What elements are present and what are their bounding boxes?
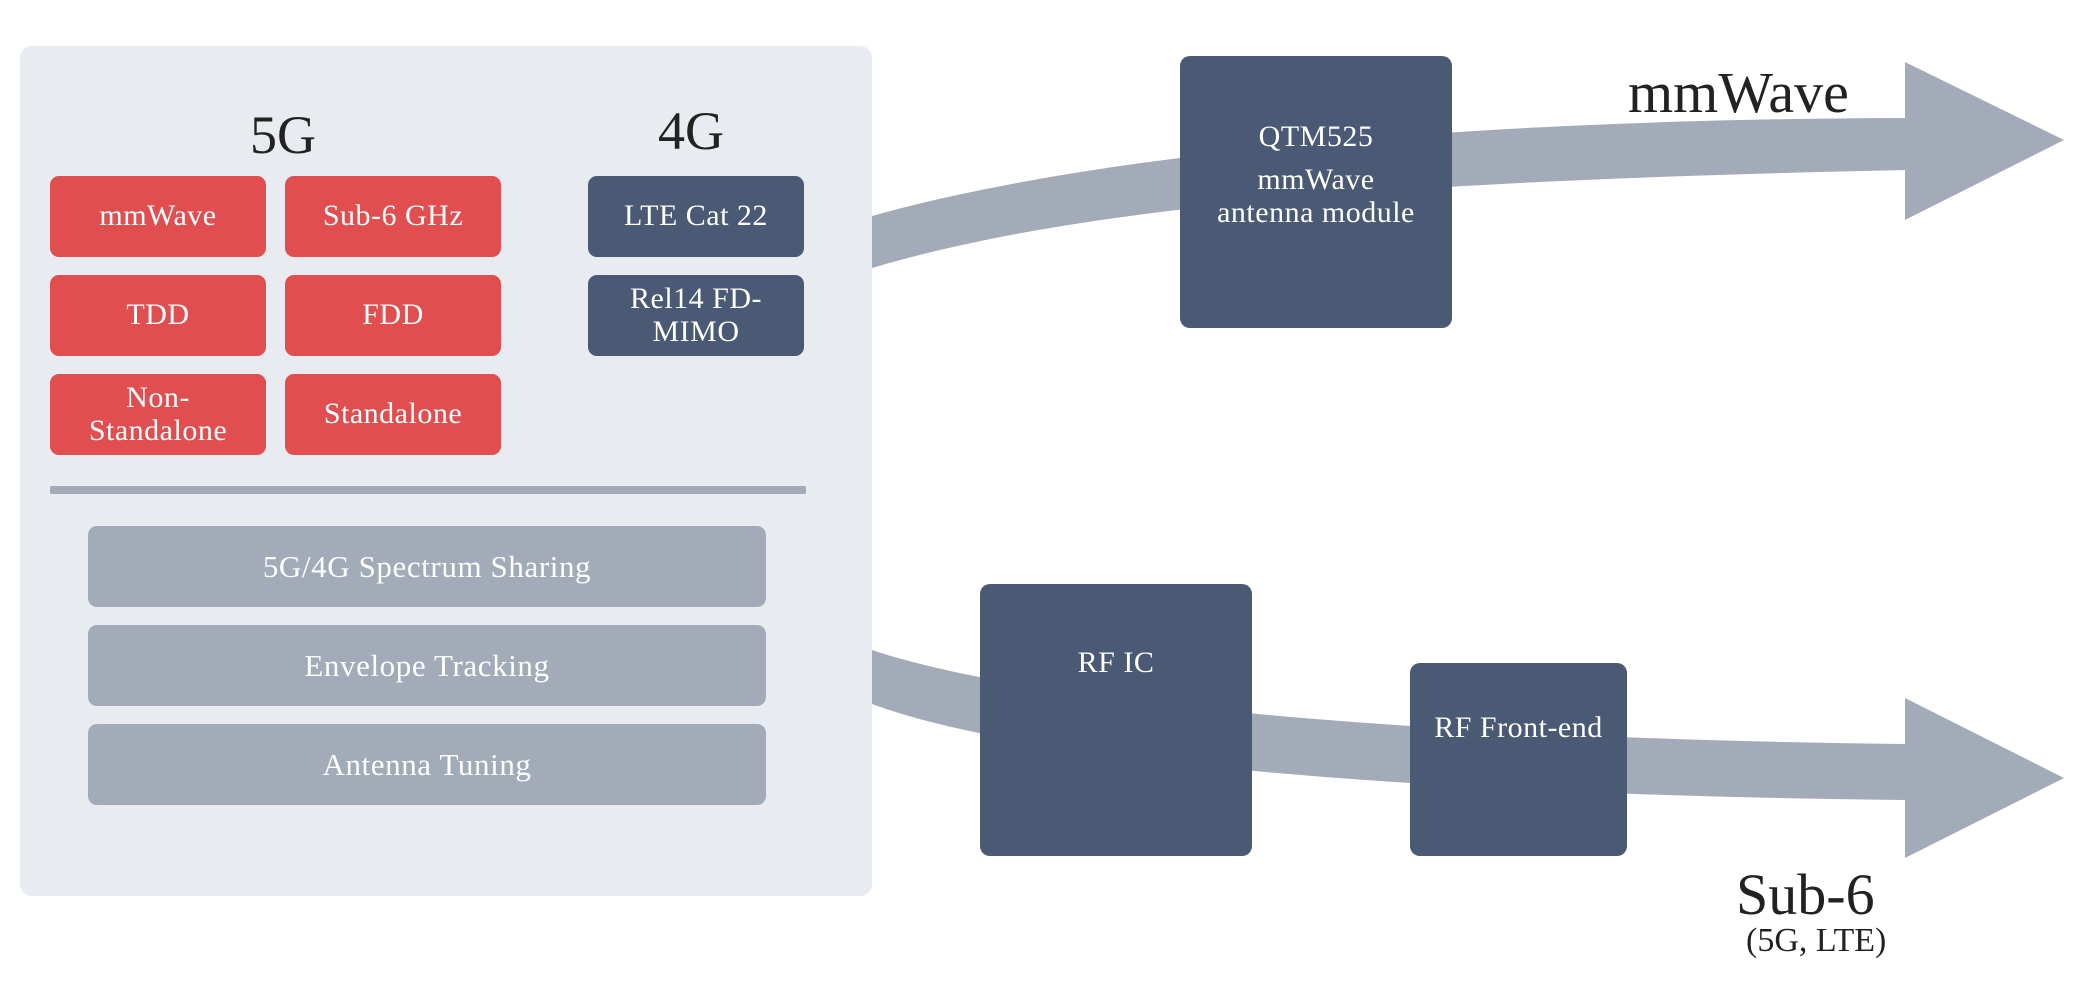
chip-rel14-fd-mimo: Rel14 FD- MIMO xyxy=(588,275,804,356)
chip-tdd: TDD xyxy=(50,275,266,356)
rf-front-end-label: RF Front-end xyxy=(1434,711,1603,744)
chip-fdd: FDD xyxy=(285,275,501,356)
band-label-mmwave: mmWave xyxy=(1628,60,1849,125)
chip-sub6-ghz: Sub-6 GHz xyxy=(285,176,501,257)
qtm525-title: QTM525 xyxy=(1258,120,1374,153)
qtm525-module: QTM525 mmWave antenna module xyxy=(1180,56,1452,328)
heading-4g: 4G xyxy=(658,101,724,161)
rf-front-end-module: RF Front-end xyxy=(1410,663,1627,856)
rf-ic-module: RF IC xyxy=(980,584,1252,856)
rf-ic-label: RF IC xyxy=(1077,646,1155,679)
mmwave-flow-arrow xyxy=(872,62,2064,268)
chip-mmwave: mmWave xyxy=(50,176,266,257)
chip-non-standalone: Non- Standalone xyxy=(50,374,266,455)
chip-lte-cat-22: LTE Cat 22 xyxy=(588,176,804,257)
feature-antenna-tuning: Antenna Tuning xyxy=(88,724,766,805)
band-label-sub6: Sub-6 xyxy=(1736,862,1875,927)
band-label-sub6-note: (5G, LTE) xyxy=(1746,922,1887,959)
feature-envelope-tracking: Envelope Tracking xyxy=(88,625,766,706)
chip-standalone: Standalone xyxy=(285,374,501,455)
qtm525-subtitle: mmWave antenna module xyxy=(1217,163,1415,229)
panel-divider xyxy=(50,486,806,494)
heading-5g: 5G xyxy=(250,105,316,165)
feature-spectrum-sharing: 5G/4G Spectrum Sharing xyxy=(88,526,766,607)
modem-capabilities-panel: 5G 4G mmWave Sub-6 GHz TDD FDD Non- Stan… xyxy=(20,46,872,896)
